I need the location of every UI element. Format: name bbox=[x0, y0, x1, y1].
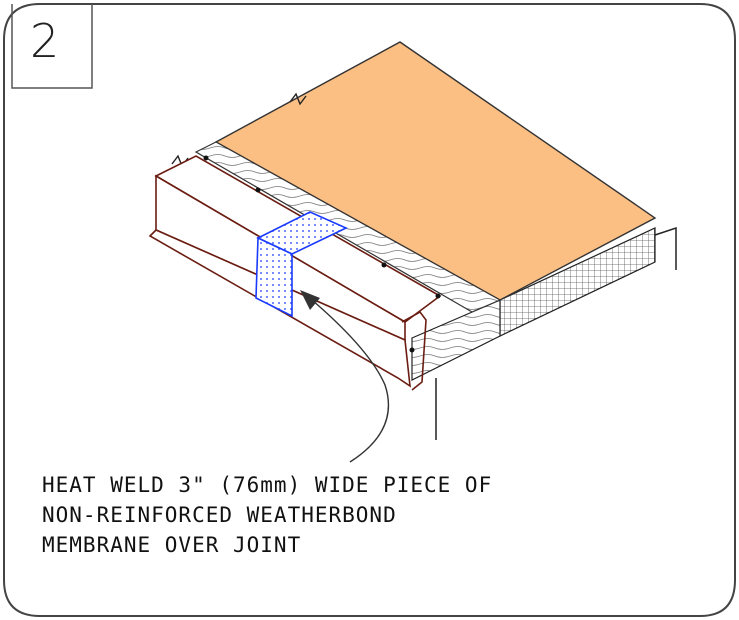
wood-nailer-top bbox=[194, 141, 502, 313]
leader-arrowhead bbox=[300, 290, 320, 310]
caption-line-3: MEMBRANE OVER JOINT bbox=[42, 533, 302, 557]
fastener bbox=[203, 155, 209, 161]
fastener bbox=[255, 187, 261, 193]
fastener bbox=[381, 262, 387, 268]
step-number: 2 bbox=[30, 14, 60, 68]
caption-line-2: NON-REINFORCED WEATHERBOND bbox=[42, 503, 397, 527]
caption: HEAT WELD 3" (76mm) WIDE PIECE OF NON-RE… bbox=[42, 470, 492, 560]
leader-line bbox=[311, 299, 390, 463]
membrane-strip-face bbox=[255, 236, 293, 318]
caption-line-1: HEAT WELD 3" (76mm) WIDE PIECE OF bbox=[42, 473, 493, 497]
fastener bbox=[409, 347, 415, 353]
wood-nailer-end bbox=[411, 299, 501, 381]
step-number-box bbox=[11, 4, 93, 89]
detail-border bbox=[3, 3, 736, 617]
fastener bbox=[435, 293, 441, 299]
break-mark-top bbox=[289, 92, 307, 106]
deck-line bbox=[435, 226, 677, 440]
metal-end-profile bbox=[401, 310, 427, 391]
